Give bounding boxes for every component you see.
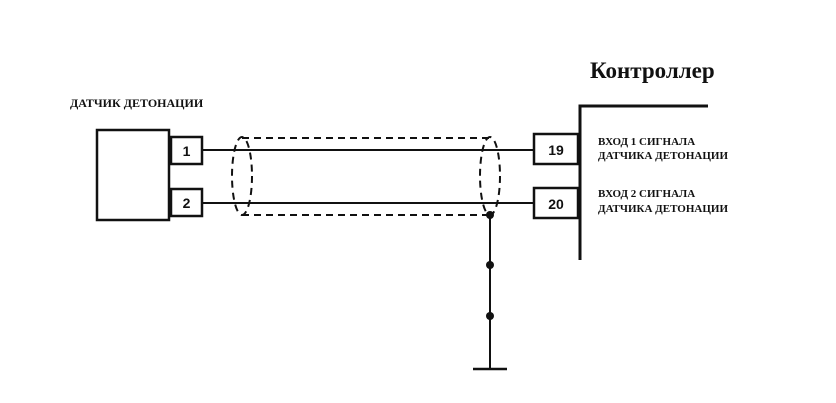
controller-pin-20-label-line2: ДАТЧИКА ДЕТОНАЦИИ — [598, 203, 728, 215]
sensor-pin-box-2 — [169, 187, 204, 218]
junction-dot — [486, 312, 494, 320]
controller-title: Контроллер — [590, 58, 715, 83]
controller-pin-19-label-line2: ДАТЧИКА ДЕТОНАЦИИ — [598, 150, 728, 162]
junction-dot — [486, 261, 494, 269]
controller-pin-20-label-line1: ВХОД 2 СИГНАЛА — [598, 188, 695, 200]
controller-pin-box-19 — [532, 132, 580, 166]
sensor-title: ДАТЧИК ДЕТОНАЦИИ — [70, 96, 204, 110]
junction-dot — [486, 211, 494, 219]
controller-pin-box-20 — [532, 186, 580, 220]
controller-pin-number-19: 19 — [548, 142, 564, 158]
controller-body — [578, 104, 708, 260]
sensor-pin-label-2: 2 — [183, 195, 191, 211]
sensor-pin-box-1 — [169, 135, 204, 166]
controller-pin-number-20: 20 — [548, 196, 564, 212]
sensor-body — [95, 128, 171, 222]
controller-pin-19-label-line1: ВХОД 1 СИГНАЛА — [598, 136, 695, 148]
cable-shield — [231, 136, 501, 216]
sensor-pin-label-1: 1 — [183, 143, 191, 159]
